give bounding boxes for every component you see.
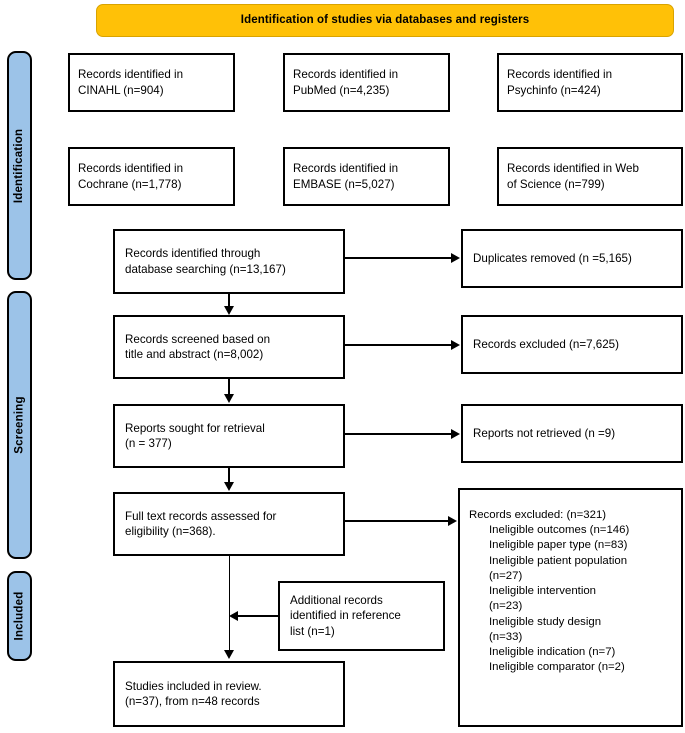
connector-sought-to-fulltext — [228, 468, 230, 483]
flow-box-fulltext-assessed: Full text records assessed for eligibili… — [113, 492, 345, 556]
source-box-web-of-science-text: Records identified in Web of Science (n=… — [507, 162, 639, 191]
stage-pill-identification: Identification — [7, 51, 32, 280]
stage-pill-screening: Screening — [7, 291, 32, 559]
connector-fulltext-to-included — [228, 556, 230, 651]
exclusion-box-duplicates-text: Duplicates removed (n =5,165) — [473, 251, 632, 265]
source-box-pubmed-text: Records identified in PubMed (n=4,235) — [293, 68, 399, 97]
connector-screened-to-excluded — [345, 344, 452, 346]
flow-box-reports-sought-text: Reports sought for retrieval (n = 377) — [125, 421, 265, 450]
arrowhead-screened-to-sought — [223, 394, 234, 403]
flow-box-additional-records-text: Additional records identified in referen… — [290, 594, 401, 638]
header-banner-title: Identification of studies via databases … — [240, 14, 530, 27]
source-box-embase-text: Records identified in EMBASE (n=5,027) — [293, 162, 399, 191]
connector-additional-to-spine — [238, 615, 279, 617]
connector-fulltext-to-exclusion-detail — [345, 520, 449, 522]
exclusion-detail-item: Ineligible outcomes (n=146) — [489, 524, 630, 537]
connector-identified-to-screened — [228, 294, 230, 307]
exclusion-detail-item: Ineligible study design (n=33) — [489, 615, 602, 643]
flow-box-studies-included: Studies included in review. (n=37), from… — [113, 661, 345, 727]
flow-box-reports-sought: Reports sought for retrieval (n = 377) — [113, 404, 345, 468]
flow-box-records-identified-text: Records identified through database sear… — [125, 247, 286, 276]
exclusion-detail-item: Ineligible patient population (n=27) — [489, 554, 628, 582]
stage-pill-included: Included — [7, 571, 32, 661]
source-box-embase: Records identified in EMBASE (n=5,027) — [283, 147, 450, 206]
source-box-web-of-science: Records identified in Web of Science (n=… — [497, 147, 683, 206]
arrowhead-identified-to-screened — [223, 306, 234, 315]
source-box-cochrane-text: Records identified in Cochrane (n=1,778) — [78, 162, 184, 191]
exclusion-box-not-retrieved: Reports not retrieved (n =9) — [461, 404, 683, 463]
exclusion-detail-item: Ineligible paper type (n=83) — [489, 539, 628, 552]
flow-box-records-screened-text: Records screened based on title and abst… — [125, 332, 271, 361]
flow-box-additional-records: Additional records identified in referen… — [278, 581, 445, 651]
exclusion-box-records-excluded-text: Records excluded (n=7,625) — [473, 337, 619, 351]
stage-label-screening: Screening — [13, 396, 26, 454]
arrowhead-screened-to-excluded — [451, 339, 460, 350]
source-box-psychinfo-text: Records identified in Psychinfo (n=424) — [507, 68, 613, 97]
arrowhead-sought-to-not-retrieved — [451, 428, 460, 439]
flow-box-records-screened: Records screened based on title and abst… — [113, 315, 345, 379]
exclusion-detail-item: Ineligible indication (n=7) — [489, 645, 616, 658]
source-box-psychinfo: Records identified in Psychinfo (n=424) — [497, 53, 683, 112]
stage-label-included: Included — [13, 591, 26, 641]
header-banner: Identification of studies via databases … — [96, 4, 674, 37]
connector-sought-to-not-retrieved — [345, 433, 452, 435]
source-box-cochrane: Records identified in Cochrane (n=1,778) — [68, 147, 235, 206]
source-box-pubmed: Records identified in PubMed (n=4,235) — [283, 53, 450, 112]
exclusion-box-detail: Records excluded: (n=321) Ineligible out… — [458, 488, 683, 727]
source-box-cinahl-text: Records identified in CINAHL (n=904) — [78, 68, 184, 97]
exclusion-detail-item: Ineligible comparator (n=2) — [489, 661, 625, 674]
arrowhead-fulltext-to-exclusion-detail — [448, 515, 457, 526]
connector-identified-to-duplicates — [345, 257, 452, 259]
source-box-cinahl: Records identified in CINAHL (n=904) — [68, 53, 235, 112]
exclusion-box-duplicates: Duplicates removed (n =5,165) — [461, 229, 683, 288]
arrowhead-identified-to-duplicates — [451, 252, 460, 263]
arrowhead-sought-to-fulltext — [223, 482, 234, 491]
connector-screened-to-sought — [228, 379, 230, 395]
exclusion-detail-item: Ineligible intervention (n=23) — [489, 585, 597, 613]
exclusion-box-records-excluded: Records excluded (n=7,625) — [461, 315, 683, 374]
exclusion-detail-heading: Records excluded: (n=321) — [469, 509, 607, 521]
arrowhead-fulltext-to-included — [223, 650, 234, 659]
arrowhead-additional-to-spine — [229, 610, 238, 621]
flow-box-studies-included-text: Studies included in review. (n=37), from… — [125, 679, 262, 708]
flow-box-fulltext-assessed-text: Full text records assessed for eligibili… — [125, 509, 277, 538]
exclusion-box-not-retrieved-text: Reports not retrieved (n =9) — [473, 426, 616, 440]
stage-label-identification: Identification — [13, 128, 26, 203]
flow-box-records-identified: Records identified through database sear… — [113, 229, 345, 294]
